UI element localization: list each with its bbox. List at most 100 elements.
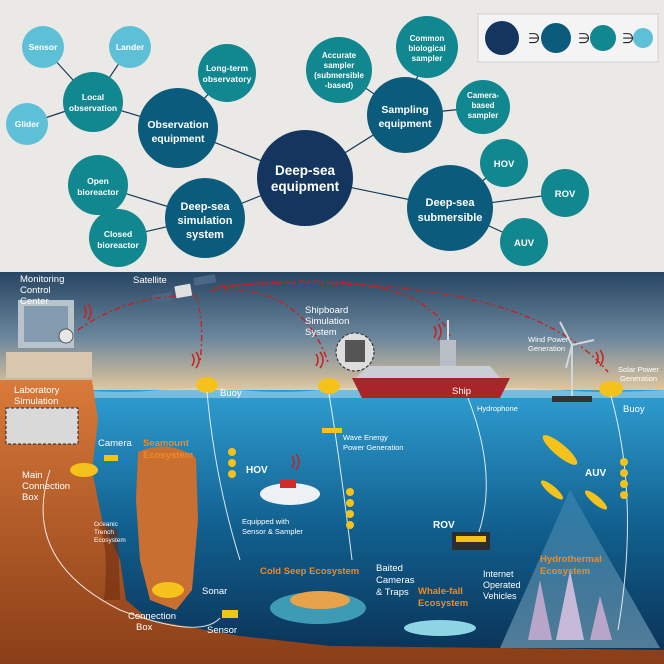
- label-seamount: Seamount: [143, 438, 190, 449]
- node-camera-based-sampler: Camera- based sampler: [456, 80, 510, 134]
- legend-symbol: ∋: [622, 30, 634, 46]
- label-baited: & Traps: [376, 587, 409, 598]
- connection-box-icon: [152, 582, 184, 598]
- label-hydrothermal: Ecosystem: [540, 566, 590, 577]
- label-lab: Simulation: [14, 396, 58, 407]
- satellite-icon: [151, 274, 217, 304]
- node-open-bioreactor: Open bioreactor: [68, 155, 128, 215]
- node-label: equipment: [151, 133, 205, 145]
- node-circle: [480, 139, 528, 187]
- node-label: AUV: [514, 238, 535, 249]
- label-hov: HOV: [246, 465, 268, 476]
- legend-symbol: ∋: [528, 30, 540, 46]
- node-circle: [138, 88, 218, 168]
- label-internet: Internet: [483, 569, 514, 579]
- label-wave: Wave Energy: [343, 433, 388, 442]
- signal-icons: [83, 303, 604, 471]
- label-hydrothermal: Hydrothermal: [540, 554, 602, 565]
- buoy-right-icon: [599, 381, 623, 397]
- node-label: Deep-sea: [181, 201, 231, 213]
- label-sensor: Sensor: [207, 625, 237, 636]
- wave-energy-device: [322, 428, 342, 433]
- node-label: -based): [325, 81, 354, 90]
- trench: [96, 520, 120, 600]
- node-circle: [22, 26, 64, 68]
- node-label: equipment: [271, 179, 340, 194]
- node-long-term-observatory: Long-term observatory: [198, 44, 256, 102]
- node-sampling-equipment: Sampling equipment: [367, 77, 443, 153]
- whale-fall-ecosystem-art: [404, 620, 476, 636]
- label-whale: Whale-fall: [418, 586, 463, 597]
- label-sonar: Sonar: [202, 586, 227, 597]
- node-circle: [89, 209, 147, 267]
- hydrothermal-ecosystem-art: [528, 570, 612, 640]
- label-solar: Generation: [620, 374, 657, 383]
- lab-simulation-box: [5, 407, 79, 445]
- level-legend: ∋ ∋ ∋: [477, 13, 659, 63]
- link-satellite-ship: [214, 280, 451, 337]
- label-monitoring: Monitoring: [20, 274, 64, 285]
- node-label: bioreactor: [97, 240, 139, 250]
- node-circle: [68, 155, 128, 215]
- node-label: Local: [82, 92, 104, 102]
- node-label: Common: [410, 34, 445, 43]
- label-hydrophone: Hydrophone: [477, 404, 518, 413]
- node-label: Accurate: [322, 51, 357, 60]
- node-label: sampler: [324, 61, 355, 70]
- link-control-satellite: [77, 295, 176, 331]
- node-label: HOV: [494, 159, 515, 170]
- label-baited: Baited: [376, 563, 403, 574]
- auv-icons: [540, 435, 608, 510]
- node-closed-bioreactor: Closed bioreactor: [89, 209, 147, 267]
- node-label: (submersible: [314, 71, 364, 80]
- label-buoy-right: Buoy: [623, 404, 645, 415]
- mooring-floats: [228, 448, 628, 529]
- label-shipboard: System: [305, 327, 337, 338]
- link-satellite-right-buoy: [219, 282, 609, 373]
- label-baited: Cameras: [376, 575, 415, 586]
- node-circle: [407, 165, 493, 251]
- main-connection-box-icon: [70, 463, 98, 477]
- node-sensor: Sensor: [22, 26, 64, 68]
- node-label: Observation: [147, 119, 208, 131]
- label-trench: Trench: [94, 529, 114, 536]
- legend-level4: [633, 28, 653, 48]
- label-internet: Vehicles: [483, 591, 517, 601]
- node-circle: [500, 218, 548, 266]
- cold-seep-ecosystem-art: [270, 591, 366, 624]
- node-label: Glider: [15, 119, 40, 129]
- label-whale: Ecosystem: [418, 598, 468, 609]
- label-shipboard: Shipboard: [305, 305, 348, 316]
- label-seamount: Ecosystem: [143, 450, 193, 461]
- label-cold-seep: Cold Seep Ecosystem: [260, 566, 359, 577]
- ocean-scene: Monitoring Control Center Satellite Ship…: [0, 272, 664, 664]
- node-label: Deep-sea: [426, 197, 476, 209]
- node-label: Lander: [116, 42, 145, 52]
- node-observation-equipment: Observation equipment: [138, 88, 218, 168]
- label-connection-box: Box: [136, 622, 153, 633]
- node-label: sampler: [468, 111, 499, 120]
- label-main-box: Main: [22, 470, 43, 481]
- label-buoy-left: Buoy: [220, 388, 242, 399]
- node-lander: Lander: [109, 26, 151, 68]
- node-circle: [109, 26, 151, 68]
- legend-level3: [590, 25, 616, 51]
- node-glider: Glider: [6, 103, 48, 145]
- node-label: Sampling: [381, 104, 428, 116]
- label-trench: Ecosystem: [94, 537, 126, 544]
- buoy-center-icon: [318, 378, 340, 394]
- label-main-box: Box: [22, 492, 39, 503]
- node-label: submersible: [418, 212, 483, 224]
- node-auv: AUV: [500, 218, 548, 266]
- node-label: Deep-sea: [275, 163, 336, 178]
- label-wind: Wind Power: [528, 335, 569, 344]
- seamount: [136, 446, 198, 610]
- label-ship: Ship: [452, 386, 471, 397]
- satellite-dish: [58, 328, 74, 344]
- camera-device-icon: [104, 455, 118, 461]
- label-rov: ROV: [433, 520, 455, 531]
- label-internet: Operated: [483, 580, 521, 590]
- node-deep-sea-simulation-system: Deep-sea simulation system: [165, 178, 245, 258]
